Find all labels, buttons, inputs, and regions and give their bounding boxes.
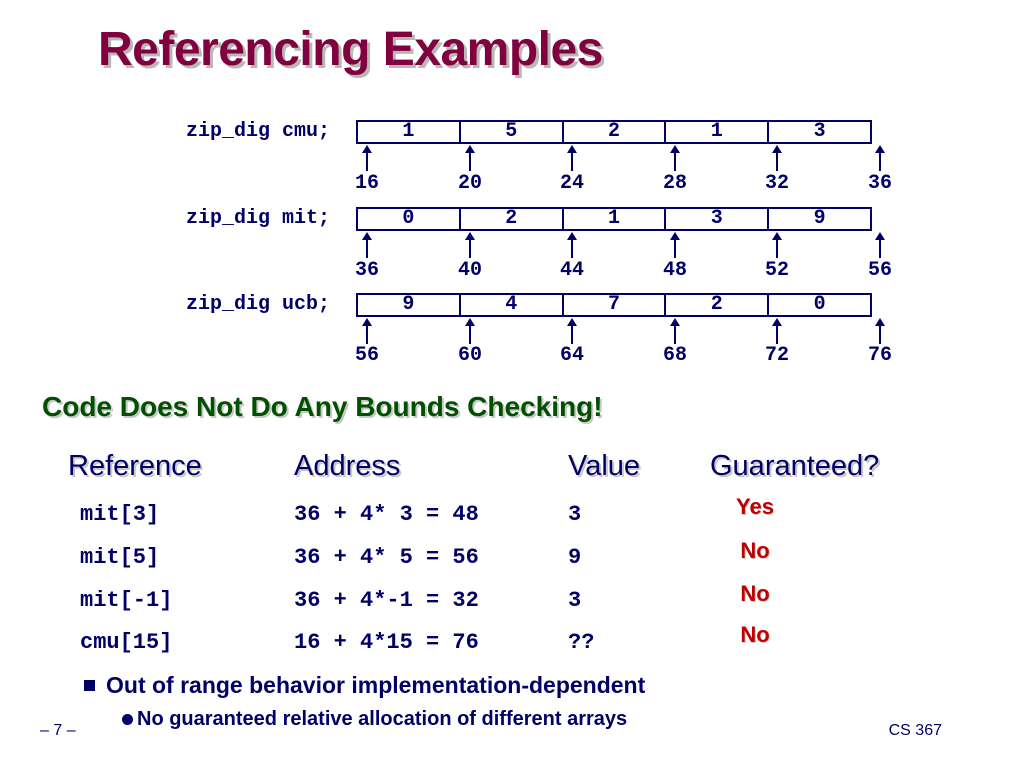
pointer-arrow-icon: [465, 232, 475, 258]
pointer-arrow-icon: [465, 145, 475, 171]
array-box: 0 2 1 3 9: [356, 207, 872, 231]
address-label: 60: [457, 344, 482, 367]
sub-bullet-text: No guaranteed relative allocation of dif…: [137, 708, 628, 730]
array-cell: 9: [402, 293, 415, 316]
column-header-reference: Reference: [68, 450, 202, 482]
array-box: 1 5 2 1 3: [356, 120, 872, 144]
pointer-arrow-icon: [567, 145, 577, 171]
array-cell: 5: [458, 122, 562, 142]
reference-cell: cmu[15]: [80, 630, 173, 655]
page-number: – 7 –: [40, 722, 76, 739]
address-label: 40: [457, 259, 482, 282]
array-cell: 1: [402, 120, 415, 143]
array-cell: 1: [664, 122, 767, 142]
array-declaration: zip_dig ucb;: [185, 293, 330, 316]
pointer-arrow-icon: [670, 145, 680, 171]
pointer-arrow-icon: [362, 232, 372, 258]
column-header-value: Value: [568, 450, 641, 482]
address-label: 24: [559, 172, 584, 195]
address-label: 76: [867, 344, 892, 367]
array-declaration: zip_dig mit;: [185, 207, 330, 230]
reference-cell: mit[3]: [80, 502, 160, 527]
pointer-arrow-icon: [772, 318, 782, 344]
pointer-arrow-icon: [362, 145, 372, 171]
array-cell: 2: [458, 209, 562, 229]
array-cell: 3: [664, 209, 767, 229]
pointer-arrow-icon: [875, 318, 885, 344]
column-header-guaranteed: Guaranteed?: [710, 450, 880, 482]
pointer-arrow-icon: [465, 318, 475, 344]
pointer-arrow-icon: [670, 232, 680, 258]
array-cell: 1: [561, 209, 665, 229]
column-header-address: Address: [294, 450, 401, 482]
array-declaration: zip_dig cmu;: [185, 120, 330, 143]
address-cell: 36 + 4*-1 = 32: [294, 588, 479, 613]
slide-title: Referencing Examples: [98, 23, 603, 76]
address-cell: 36 + 4* 5 = 56: [294, 545, 479, 570]
value-cell: 9: [568, 545, 582, 570]
address-label: 28: [662, 172, 687, 195]
array-cell: 2: [664, 295, 767, 315]
guaranteed-cell: No: [740, 622, 770, 647]
pointer-arrow-icon: [772, 232, 782, 258]
bullet-item: Out of range behavior implementation-dep…: [84, 672, 645, 699]
address-label: 72: [764, 344, 789, 367]
address-label: 36: [354, 259, 379, 282]
address-label: 20: [457, 172, 482, 195]
course-label: CS 367: [888, 722, 942, 739]
pointer-arrow-icon: [875, 232, 885, 258]
value-cell: 3: [568, 588, 582, 613]
guaranteed-cell: Yes: [736, 494, 774, 519]
pointer-arrow-icon: [567, 318, 577, 344]
array-cell: 4: [458, 295, 562, 315]
address-label: 64: [559, 344, 584, 367]
array-cell: 7: [561, 295, 665, 315]
address-label: 32: [764, 172, 789, 195]
sub-bullet-item: No guaranteed relative allocation of dif…: [122, 708, 627, 731]
guaranteed-cell: No: [740, 538, 770, 563]
reference-cell: mit[5]: [80, 545, 160, 570]
address-cell: 16 + 4*15 = 76: [294, 630, 479, 655]
address-label: 16: [354, 172, 379, 195]
guaranteed-cell: No: [740, 581, 770, 606]
pointer-arrow-icon: [772, 145, 782, 171]
array-cell: 0: [767, 295, 870, 315]
bounds-checking-heading: Code Does Not Do Any Bounds Checking!: [42, 391, 603, 422]
address-cell: 36 + 4* 3 = 48: [294, 502, 479, 527]
address-label: 56: [354, 344, 379, 367]
pointer-arrow-icon: [362, 318, 372, 344]
address-label: 36: [867, 172, 892, 195]
pointer-arrow-icon: [567, 232, 577, 258]
bullet-text: Out of range behavior implementation-dep…: [106, 672, 646, 698]
pointer-arrow-icon: [670, 318, 680, 344]
value-cell: ??: [568, 630, 595, 655]
reference-cell: mit[-1]: [80, 588, 173, 613]
array-cell: 9: [767, 209, 870, 229]
round-bullet-icon: [122, 714, 133, 725]
array-cell: 2: [561, 122, 665, 142]
address-label: 56: [867, 259, 892, 282]
array-cell: 0: [402, 207, 415, 230]
array-box: 9 4 7 2 0: [356, 293, 872, 317]
address-label: 68: [662, 344, 687, 367]
value-cell: 3: [568, 502, 582, 527]
address-label: 44: [559, 259, 584, 282]
array-cell: 3: [767, 122, 870, 142]
address-label: 48: [662, 259, 687, 282]
pointer-arrow-icon: [875, 145, 885, 171]
address-label: 52: [764, 259, 789, 282]
square-bullet-icon: [84, 680, 95, 691]
